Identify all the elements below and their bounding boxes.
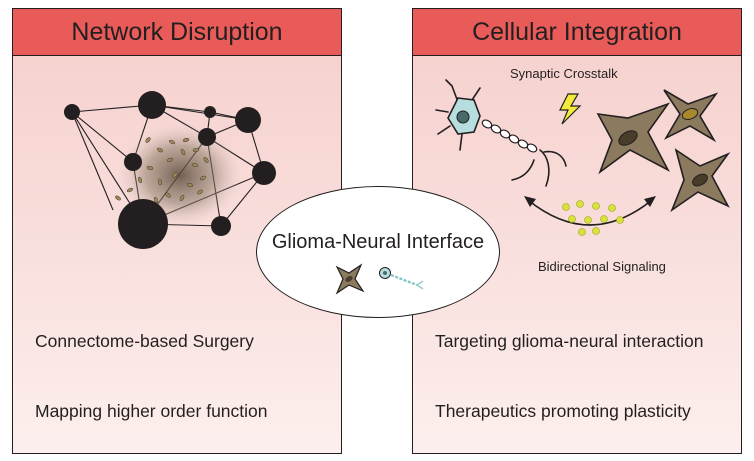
neuron-axon-myelin [481,119,538,153]
glioma-cell [596,102,671,175]
connectome-surgery-text: Connectome-based Surgery [35,331,254,351]
network-node [204,106,216,118]
synaptic-crosstalk-label: Synaptic Crosstalk [510,66,618,81]
network-node [64,104,80,120]
network-node [211,216,231,236]
network-graph [64,91,276,249]
glioma-interaction-text: Targeting glioma-neural interaction [435,331,704,351]
network-node [124,153,142,171]
bidirectional-signaling-label: Bidirectional Signaling [538,259,666,274]
center-icons [335,263,424,295]
network-node [118,199,168,249]
glioma-infiltration [115,137,209,204]
panel-title: Network Disruption [71,17,283,46]
glioma-cell [670,148,731,213]
glioma-cell [663,89,719,143]
neuron-cell [435,79,567,187]
glioma-cell-icon [335,263,365,295]
network-node [138,91,166,119]
panel-header-network-disruption: Network Disruption [13,9,341,56]
signaling-dots [562,200,624,236]
mapping-function-text: Mapping higher order function [35,401,268,421]
network-nodes [64,91,276,249]
bidirectional-arrow [524,196,656,226]
neuron-nucleus [456,110,470,124]
center-title: Glioma-Neural Interface [271,231,485,253]
panel-title: Cellular Integration [472,17,682,46]
glioma-cells [596,89,731,213]
panel-header-cellular-integration: Cellular Integration [413,9,741,56]
neuron-icon [379,267,424,290]
neuron-dendrites [435,79,567,187]
plasticity-text: Therapeutics promoting plasticity [435,401,691,421]
network-node [235,107,261,133]
lightning-icon [559,93,582,125]
network-node [198,128,216,146]
glioma-neural-interface-ellipse: Glioma-Neural Interface [256,186,500,318]
network-node [252,161,276,185]
